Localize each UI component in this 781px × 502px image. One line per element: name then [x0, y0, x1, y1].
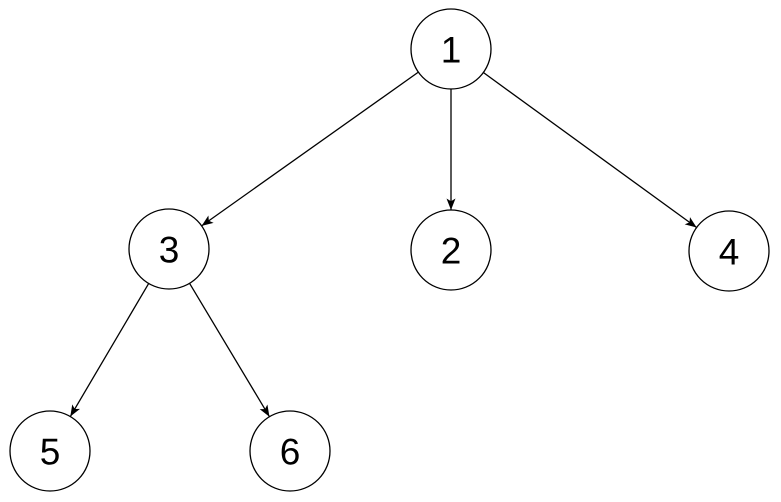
node-label-3: 3	[159, 229, 180, 270]
tree-node-4: 4	[688, 210, 770, 292]
tree-node-3: 3	[128, 208, 210, 290]
node-circle-1	[410, 8, 492, 90]
node-circle-4	[688, 210, 770, 292]
edge-3-5	[69, 283, 150, 417]
node-label-1: 1	[441, 29, 462, 70]
node-label-4: 4	[719, 231, 740, 272]
edge-1-3	[201, 71, 419, 227]
tree-node-6: 6	[249, 410, 331, 492]
node-circle-6	[249, 410, 331, 492]
tree-node-2: 2	[410, 209, 492, 291]
tree-node-1: 1	[410, 8, 492, 90]
edge-1-4	[482, 71, 698, 229]
node-label-2: 2	[441, 230, 462, 271]
node-label-6: 6	[280, 431, 301, 472]
node-label-5: 5	[40, 431, 61, 472]
tree-node-5: 5	[9, 410, 91, 492]
node-circle-5	[9, 410, 91, 492]
edge-3-6	[188, 282, 271, 418]
node-circle-2	[410, 209, 492, 291]
node-circle-3	[128, 208, 210, 290]
